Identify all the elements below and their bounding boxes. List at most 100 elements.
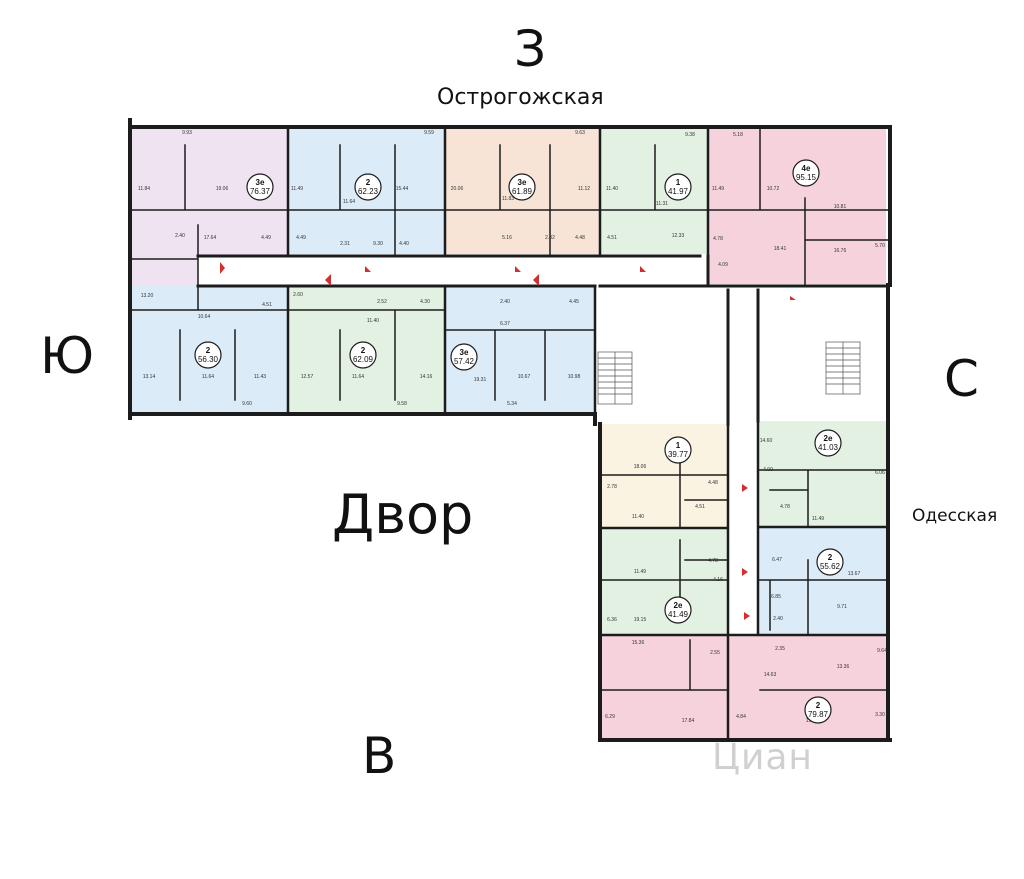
- apartment-area: 76.37: [250, 187, 271, 196]
- compass-north: С: [944, 350, 979, 408]
- room-area-label: 6.37: [500, 321, 510, 327]
- room-area-label: 13.14: [143, 374, 156, 380]
- room-walls: [131, 126, 889, 739]
- apartment-badge-circle: [354, 173, 382, 201]
- room-area-label: 9.63: [575, 130, 585, 136]
- room-area-label: 11.83: [502, 196, 514, 202]
- room-area-label: 5.34: [507, 401, 517, 407]
- room-area-label: 4.09: [718, 262, 728, 268]
- room-area-label: 19.31: [474, 377, 487, 383]
- room-area-label: 9.30: [373, 241, 383, 247]
- apartment-badge-circle: [816, 548, 844, 576]
- room-area-label: 2.40: [175, 233, 185, 239]
- apartment-area: 41.97: [668, 187, 689, 196]
- room-area-label: 18.41: [774, 246, 787, 252]
- street-top: Острогожская: [437, 85, 604, 110]
- room-area-label: 17.84: [682, 718, 695, 724]
- compass-east: В: [362, 727, 397, 785]
- room-area-label: 10.98: [568, 374, 581, 380]
- room-area-label: 2.32: [545, 235, 555, 241]
- room-area-label: 11.40: [606, 186, 618, 192]
- room-area-label: 6.85: [771, 594, 781, 600]
- apartment-badge-circle: [664, 173, 692, 201]
- room-area-label: 4.49: [261, 235, 271, 241]
- apartment-a5-fill: [708, 127, 886, 284]
- room-area-label: 11.49: [712, 186, 724, 192]
- room-area-label: 4.48: [708, 480, 718, 486]
- apartment-badge-circle: [246, 173, 274, 201]
- room-area-label: 11.40: [632, 514, 644, 520]
- room-area-label: 12.33: [672, 233, 685, 239]
- apartment-area: 41.49: [668, 610, 689, 619]
- apartment-area: 56.30: [198, 355, 219, 364]
- apartment-area: 57.42: [454, 357, 475, 366]
- room-area-label: 5.18: [733, 132, 743, 138]
- apartment-type: 2: [816, 701, 821, 710]
- room-area-label: 4.48: [575, 235, 585, 241]
- apartment-area: 55.62: [820, 562, 841, 571]
- room-area-label: 11.49: [634, 569, 646, 575]
- apartment-badge-circle: [792, 159, 820, 187]
- apartment-a12-fill: [758, 527, 890, 635]
- room-area-label: 11.43: [254, 374, 266, 380]
- apartment-type: 2е: [674, 601, 683, 610]
- apartment-badge-a7: 262.09: [349, 341, 377, 369]
- apartment-type: 2е: [824, 434, 833, 443]
- room-area-label: 4.40: [399, 241, 409, 247]
- room-area-label: 14.60: [760, 438, 773, 444]
- room-area-label: 4.84: [736, 714, 746, 720]
- apartment-badge-circle: [450, 343, 478, 371]
- room-area-label: 4.30: [420, 299, 430, 305]
- room-area-label: 15.36: [632, 640, 645, 646]
- room-area-label: 13.36: [837, 664, 850, 670]
- room-area-label: 5.16: [502, 235, 512, 241]
- apartment-type: 1: [676, 178, 681, 187]
- room-area-label: 14.63: [764, 672, 777, 678]
- room-area-label: 4.00: [763, 467, 773, 473]
- room-area-label: 4.49: [296, 235, 306, 241]
- room-area-label: 20.06: [451, 186, 464, 192]
- compass-south: Ю: [40, 327, 94, 385]
- room-area-label: 2.52: [377, 299, 387, 305]
- room-area-label: 10.81: [834, 204, 847, 210]
- apartment-badge-circle: [804, 696, 832, 724]
- room-area-label: 11.64: [202, 374, 214, 380]
- partition-walls: [286, 125, 890, 742]
- apartment-type: 1: [676, 441, 681, 450]
- room-area-label: 11.49: [812, 516, 824, 522]
- apartment-type: 3е: [518, 178, 527, 187]
- room-area-label: 11.12: [578, 186, 590, 192]
- apartment-area: 95.15: [796, 173, 817, 182]
- yard-label: Двор: [332, 483, 474, 546]
- room-area-label: 13.67: [848, 571, 861, 577]
- room-area-label: 15.44: [396, 186, 409, 192]
- room-area-label: 4.51: [607, 235, 617, 241]
- apartment-area: 79.87: [808, 710, 829, 719]
- apartment-badge-a2: 262.23: [354, 173, 382, 201]
- room-area-label: 6.29: [605, 714, 615, 720]
- apartment-type: 2: [828, 553, 833, 562]
- room-area-label: 9.60: [242, 401, 252, 407]
- room-area-label: 4.51: [695, 504, 705, 510]
- apartment-type: 2: [361, 346, 366, 355]
- apartment-area: 62.23: [358, 187, 379, 196]
- apartment-a13-fill: [601, 635, 890, 738]
- room-area-label: 5.70: [875, 243, 885, 249]
- room-area-label: 9.59: [424, 130, 434, 136]
- apartment-badge-circle: [664, 596, 692, 624]
- apartment-type: 3е: [256, 178, 265, 187]
- room-area-label: 11.31: [656, 201, 668, 207]
- stair-hall: [595, 286, 729, 424]
- room-area-label: 4.78: [780, 504, 790, 510]
- street-right: Одесская: [912, 506, 998, 526]
- room-area-label: 19.15: [634, 617, 647, 623]
- room-area-label: 13.20: [141, 293, 154, 299]
- room-area-label: 11.64: [343, 199, 355, 205]
- room-area-label: 3.30: [875, 712, 885, 718]
- apartment-badge-a9: 139.77: [664, 436, 692, 464]
- apartment-badge-circle: [664, 436, 692, 464]
